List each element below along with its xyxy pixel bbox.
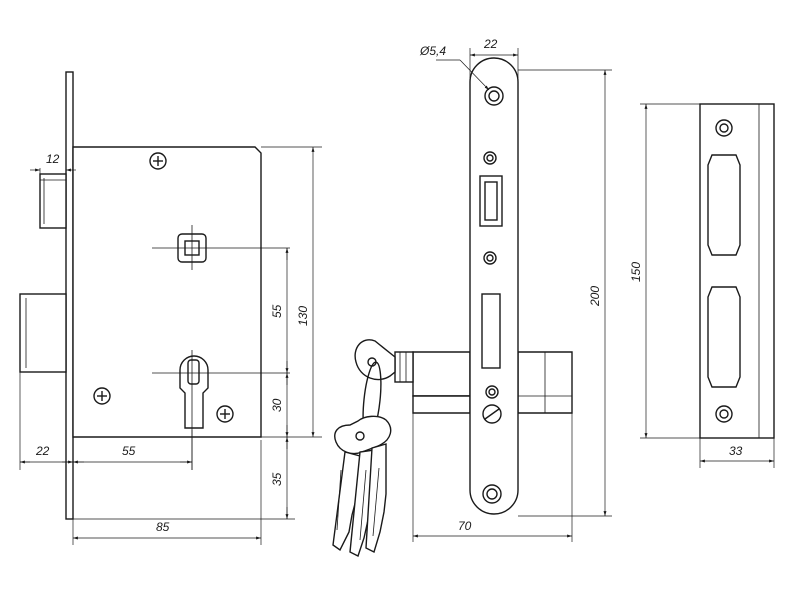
dim-faceplate-length: 200 bbox=[588, 286, 602, 307]
strike-plate bbox=[699, 103, 775, 439]
front-plate bbox=[65, 71, 74, 520]
faceplate-dimensions: 22 Ø5,4 200 70 bbox=[412, 37, 612, 542]
mounting-hole bbox=[482, 484, 502, 504]
faceplate-view bbox=[469, 57, 519, 515]
mounting-hole bbox=[484, 86, 504, 106]
latch-slot bbox=[707, 154, 741, 256]
cylinder-cam bbox=[187, 359, 200, 385]
screw-icon bbox=[93, 387, 111, 405]
dim-case-height: 130 bbox=[296, 306, 310, 326]
key-stem bbox=[394, 351, 414, 383]
dim-backset-offset: 22 bbox=[35, 444, 50, 458]
dim-cylinder-length: 70 bbox=[458, 519, 472, 533]
cylinder-left-lower bbox=[412, 395, 471, 414]
screw-hole bbox=[483, 251, 497, 265]
lock-case bbox=[72, 146, 262, 438]
dim-bolt-width: 12 bbox=[46, 152, 60, 166]
deadbolt-slot bbox=[707, 286, 741, 388]
strike-plate-view bbox=[699, 103, 775, 439]
dim-faceplate-width: 22 bbox=[483, 37, 498, 51]
strike-dimensions: 150 33 bbox=[629, 103, 775, 468]
dim-hole-diameter: Ø5,4 bbox=[419, 44, 446, 58]
dim-spindle-to-cylinder: 55 bbox=[270, 304, 284, 318]
cylinder-left bbox=[412, 351, 471, 397]
deadbolt-opening bbox=[481, 293, 501, 369]
screw-hole bbox=[483, 151, 497, 165]
dead-bolt bbox=[19, 293, 67, 373]
mounting-hole bbox=[715, 119, 733, 137]
lock-body-view bbox=[19, 71, 290, 520]
dim-case-depth: 85 bbox=[156, 520, 170, 534]
screw-icon bbox=[482, 404, 502, 424]
cylinder-profile bbox=[179, 355, 209, 429]
dim-cylinder-to-bottom: 35 bbox=[270, 472, 284, 486]
screw-icon bbox=[216, 405, 234, 423]
body-dimensions: 12 22 55 85 55 30 35 130 bbox=[19, 146, 322, 545]
screw-hole bbox=[485, 385, 499, 399]
dim-backset: 55 bbox=[122, 444, 136, 458]
mounting-hole bbox=[715, 405, 733, 423]
faceplate bbox=[469, 57, 519, 515]
dim-strike-width: 33 bbox=[729, 444, 743, 458]
latch-opening bbox=[479, 175, 503, 227]
dim-strike-length: 150 bbox=[629, 262, 643, 282]
dim-cylinder-height: 30 bbox=[270, 398, 284, 412]
cylinder-with-keys bbox=[332, 339, 573, 557]
screw-icon bbox=[149, 152, 167, 170]
